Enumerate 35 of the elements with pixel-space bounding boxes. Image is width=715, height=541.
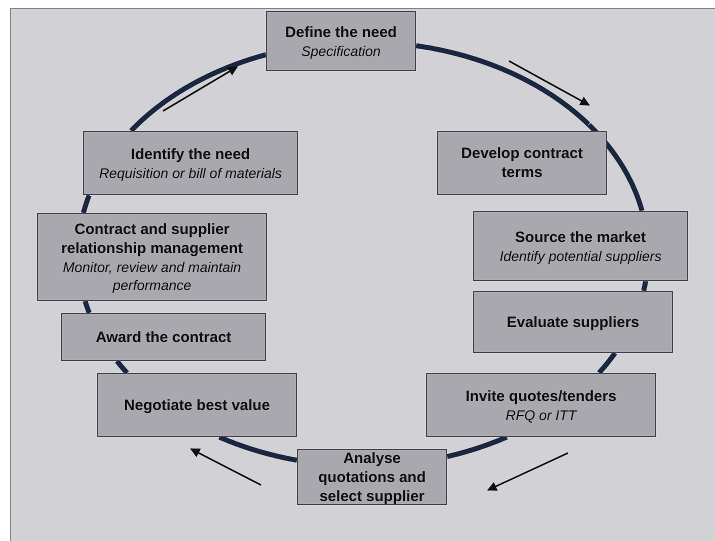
cycle-arc — [217, 434, 299, 463]
step-title: Analyse quotations and select supplier — [317, 448, 427, 506]
step-title: Develop contract terms — [460, 144, 584, 182]
step-description: Monitor, review and maintain performance — [62, 258, 242, 294]
cycle-arc — [414, 43, 591, 127]
process-box — [473, 291, 673, 353]
step-description: Identify potential suppliers — [500, 246, 662, 264]
step-title: Identify the need — [130, 144, 250, 164]
process-box — [437, 131, 607, 195]
step-title: Negotiate best value — [124, 396, 270, 414]
process-box — [61, 313, 266, 361]
step-title: Define the need — [285, 22, 397, 42]
cycle-arc — [586, 122, 644, 213]
cycle-arc — [114, 358, 130, 375]
cycle-arc — [80, 193, 92, 215]
process-box — [37, 213, 267, 301]
step-description: RFQ or ITT — [506, 406, 576, 424]
process-box — [473, 211, 688, 281]
process-box — [83, 131, 298, 195]
cycle-arc — [445, 434, 509, 459]
step-description: Specification — [301, 42, 381, 60]
process-box — [297, 449, 447, 505]
cycle-arc — [596, 351, 618, 375]
step-title: Source the market — [515, 228, 646, 246]
cycle-arc — [129, 52, 268, 133]
step-title: Award the contract — [96, 328, 232, 346]
cycle-arc — [641, 279, 648, 293]
process-box — [97, 373, 297, 437]
step-title: Contract and supplier relationship management — [60, 220, 244, 258]
process-box — [426, 373, 656, 437]
step-title: Invite quotes/tenders — [466, 386, 616, 406]
step-title: Evaluate suppliers — [506, 312, 640, 332]
process-box — [266, 11, 416, 71]
step-description: Requisition or bill of materials — [99, 164, 282, 182]
cycle-arc — [82, 299, 92, 316]
